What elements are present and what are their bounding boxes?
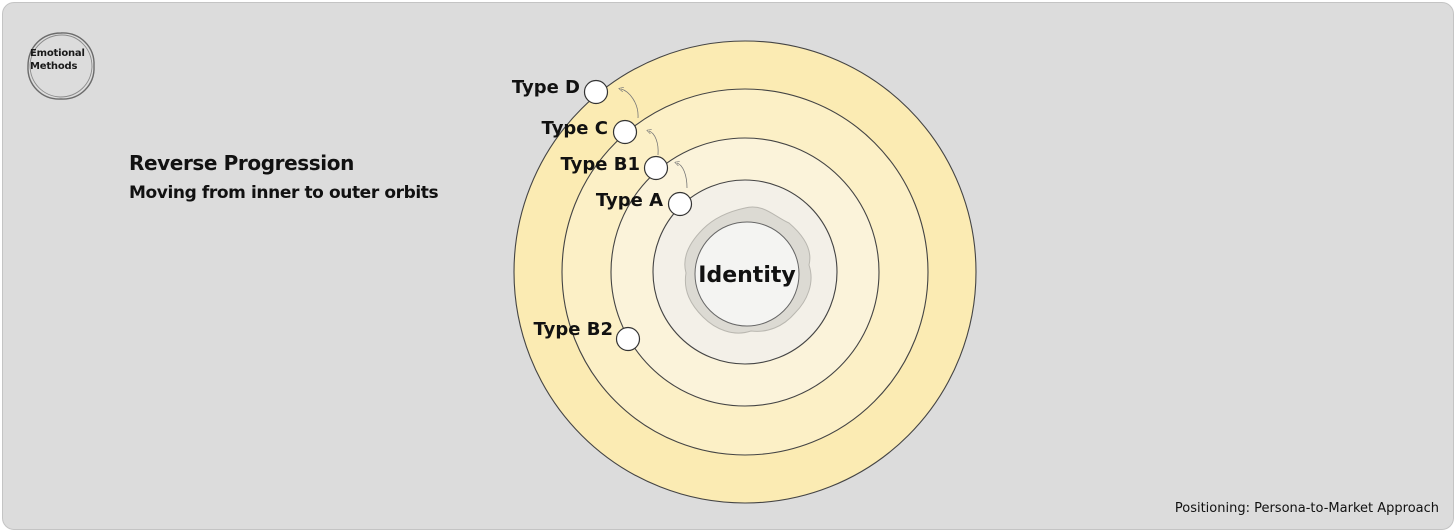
label-type-d: Type D (512, 77, 580, 98)
node-type-d (583, 79, 609, 105)
node-type-a (667, 191, 693, 217)
label-type-b1: Type B1 (561, 154, 640, 175)
diagram-subtitle: Moving from inner to outer orbits (129, 183, 439, 203)
logo-text: Emotional Methods (30, 47, 92, 73)
arrow-a-to-b1 (677, 163, 688, 189)
logo-line-1: Emotional (30, 48, 85, 59)
label-type-c: Type C (542, 118, 608, 139)
emotional-methods-logo: Emotional Methods (25, 30, 95, 100)
identity-label: Identity (698, 263, 795, 288)
label-type-b2: Type B2 (534, 319, 613, 340)
arrow-c-to-d (621, 89, 639, 119)
node-type-c (612, 119, 638, 145)
node-type-b1 (643, 155, 669, 181)
node-type-b2 (615, 326, 641, 352)
footer-caption: Positioning: Persona-to-Market Approach (1174, 501, 1439, 516)
arrow-b1-to-c (649, 131, 659, 156)
orbit-diagram: Identity Type D Type C Type B1 Type A Ty… (512, 40, 977, 504)
identity-core (694, 221, 800, 327)
label-type-a: Type A (596, 190, 663, 211)
diagram-title: Reverse Progression (129, 151, 354, 175)
logo-line-2: Methods (30, 61, 78, 72)
